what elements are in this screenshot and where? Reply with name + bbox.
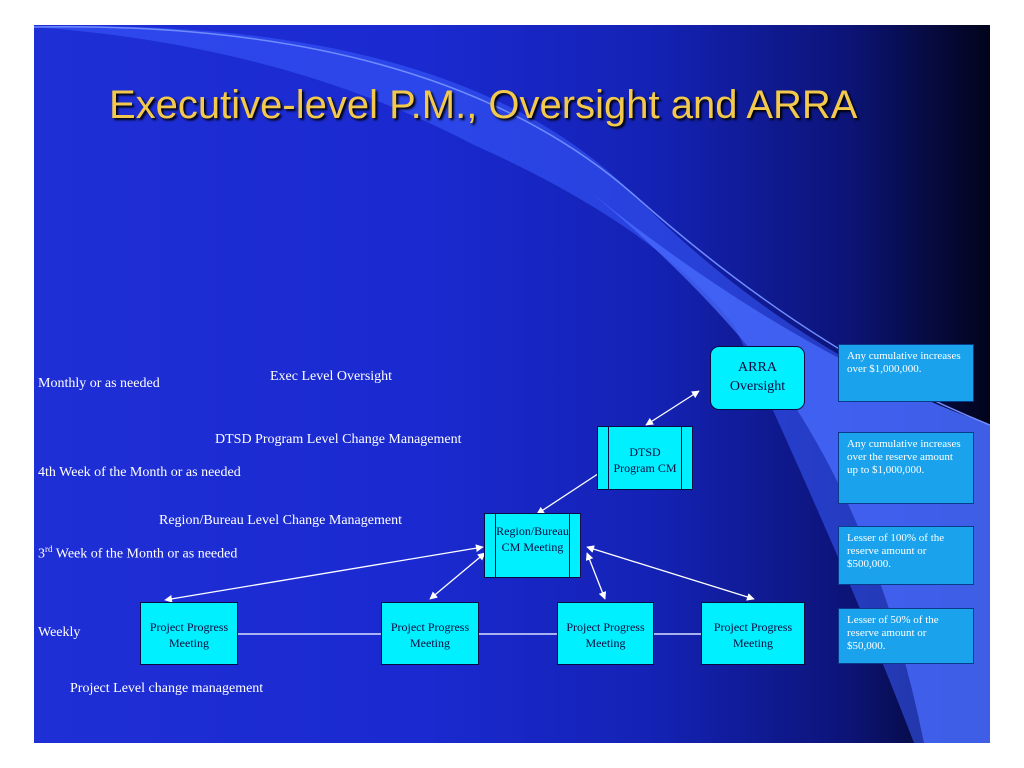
project-meeting-text-2: Project Progress Meeting	[390, 620, 470, 650]
dtsd-program-cm-text: DTSD Program CM	[613, 445, 677, 475]
arra-threshold-note: Any cumulative increases over $1,000,000…	[838, 344, 974, 402]
arrow-region-meeting-4	[586, 545, 755, 601]
slide: Executive-level P.M., Oversight and ARRA…	[34, 25, 990, 743]
project-meeting-text-4: Project Progress Meeting	[713, 620, 793, 650]
arra-oversight-box: ARRA Oversight	[710, 346, 805, 410]
region-level-label: Region/Bureau Level Change Management	[159, 513, 402, 528]
arra-oversight-text: ARRA Oversight	[729, 360, 786, 394]
region-threshold-note: Lesser of 100% of the reserve amount or …	[838, 526, 974, 585]
project-meeting-box-2: Project Progress Meeting	[381, 602, 479, 665]
region-bureau-cm-box: Region/Bureau CM Meeting	[484, 513, 581, 578]
project-threshold-note: Lesser of 50% of the reserve amount or $…	[838, 608, 974, 664]
dtsd-program-cm-box: DTSD Program CM	[597, 426, 693, 490]
arrow-region-meeting-1	[164, 544, 484, 603]
slide-title: Executive-level P.M., Oversight and ARRA	[109, 83, 858, 127]
monthly-label: Monthly or as needed	[38, 376, 160, 391]
project-meeting-text-1: Project Progress Meeting	[149, 620, 229, 650]
fourth-week-label: 4th Week of the Month or as needed	[38, 465, 241, 480]
exec-level-label: Exec Level Oversight	[270, 369, 393, 384]
arrow-arra-dtsd	[645, 390, 700, 426]
project-meeting-text-3: Project Progress Meeting	[566, 620, 645, 650]
project-level-label: Project Level change management	[70, 681, 264, 696]
third-week-sup: rd	[45, 544, 53, 554]
dtsd-level-label: DTSD Program Level Change Management	[215, 432, 462, 447]
project-meeting-box-1: Project Progress Meeting	[140, 602, 238, 665]
project-meeting-box-4: Project Progress Meeting	[701, 602, 805, 665]
dtsd-threshold-note: Any cumulative increases over the reserv…	[838, 432, 974, 504]
third-week-prefix: 3	[38, 546, 45, 562]
project-meeting-box-3: Project Progress Meeting	[557, 602, 654, 665]
arrow-region-meeting-2	[429, 552, 486, 600]
arrow-region-meeting-3	[585, 552, 607, 600]
region-bureau-cm-text: Region/Bureau CM Meeting	[496, 524, 569, 554]
weekly-label: Weekly	[38, 625, 81, 640]
